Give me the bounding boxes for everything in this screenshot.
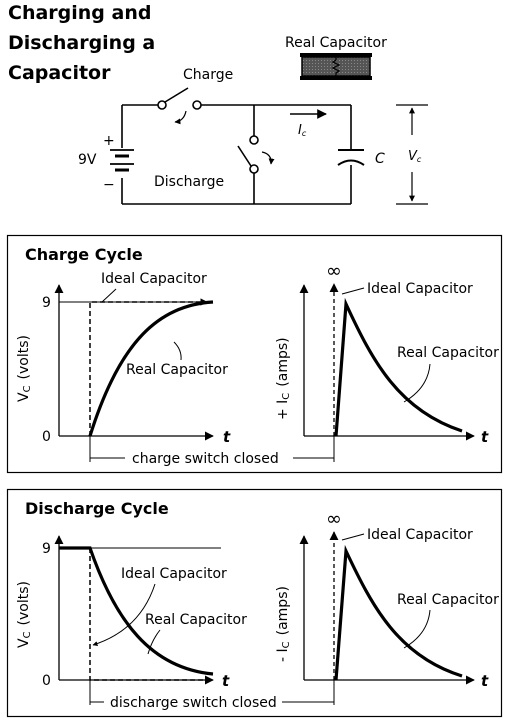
discharge-panel [6,488,503,718]
voltage-arrow-icon [396,104,428,205]
charge-switch-icon [157,87,202,125]
discharge-vc-ideal-leader [92,583,156,647]
real-capacitor-icon-label: Real Capacitor [285,35,387,51]
charge-vc-tick-top: 9 [42,295,51,311]
charge-infinity-label: ∞ [326,260,342,282]
discharge-vc-y-label: VC(volts) [16,581,33,648]
charge-vc-real-label: Real Capacitor [126,362,228,378]
charge-switch-label-bg [125,449,293,467]
capacitor-icon [337,149,365,166]
discharge-ic-real-label: Real Capacitor [397,592,499,608]
charge-ic-real-leader [403,363,431,403]
discharge-switch-label-bg [104,693,282,711]
discharge-switch-label: discharge switch closed [110,695,277,711]
circuit [121,104,352,205]
battery-icon [110,149,134,172]
real-capacitor-icon [300,53,372,80]
charge-ic-x-label: t [481,428,489,446]
title-line-2: Discharging a [8,32,155,54]
discharge-ic-real-curve [334,544,463,681]
discharge-vc-real-leader [147,629,161,655]
charge-ic-real-curve [334,297,463,437]
current-label: Ic [298,123,307,138]
discharge-vc-real-label: Real Capacitor [145,612,247,628]
title-line-1: Charging and [8,2,151,24]
discharge-vc-x-label: t [222,672,230,690]
discharge-switch-icon [237,135,275,174]
charge-vc-tick-bottom: 0 [42,429,51,445]
voltage-label: Vc [408,149,422,164]
discharge-label: Discharge [154,174,224,190]
charge-switch-label: charge switch closed [132,451,279,467]
charge-label: Charge [183,67,233,83]
discharge-ic-real-leader [403,609,431,649]
battery-voltage-label: 9V [78,152,97,168]
charge-vc-ideal-label: Ideal Capacitor [101,271,207,287]
capacitor-label: C [375,151,385,167]
battery-minus: − [103,177,115,193]
charge-ic-y-label: + IC(amps) [275,337,292,420]
discharge-ic-ideal-leader [341,533,365,541]
discharge-vc-ideal-label: Ideal Capacitor [121,566,227,582]
discharge-ic-axes [299,535,475,685]
charge-vc-x-label: t [223,428,231,446]
discharge-infinity-label: ∞ [326,508,342,530]
charge-ic-real-label: Real Capacitor [397,345,499,361]
discharge-panel-title: Discharge Cycle [25,499,169,518]
charge-vc-axes [54,284,214,441]
charge-panel-title: Charge Cycle [25,245,143,264]
discharge-vc-tick-bottom: 0 [42,673,51,689]
discharge-ic-x-label: t [481,672,489,690]
discharge-vc-real-curve [59,546,214,676]
title-line-3: Capacitor [8,62,111,84]
discharge-vc-axes [54,535,221,685]
charge-ic-ideal-label: Ideal Capacitor [367,281,473,297]
discharge-ic-y-label: - IC(amps) [275,586,292,662]
charge-ic-axes [299,284,475,441]
discharge-ic-ideal-label: Ideal Capacitor [367,527,473,543]
charge-vc-real-leader [173,341,182,361]
discharge-vc-tick-top: 9 [42,541,51,557]
charge-vc-real-curve [88,300,214,437]
charge-vc-ideal-curve [89,298,208,436]
charge-panel [6,234,503,474]
charge-ic-ideal-leader [341,287,365,295]
charge-vc-y-label: VC(volts) [16,335,33,402]
battery-plus: + [103,133,115,149]
charge-vc-ideal-leader [101,288,117,303]
